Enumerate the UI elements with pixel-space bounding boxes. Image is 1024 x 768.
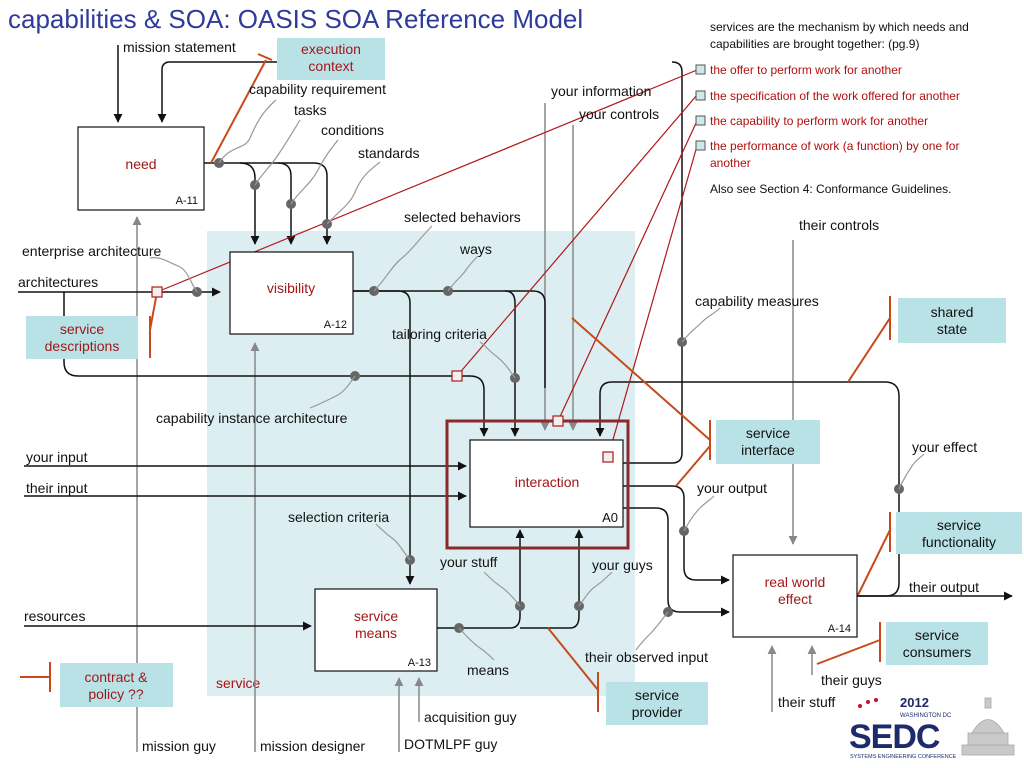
label-capability-requirement: capability requirement (249, 81, 386, 97)
annotation-item-performance-2: another (710, 156, 751, 170)
svg-text:policy ??: policy ?? (88, 686, 143, 702)
svg-text:functionality: functionality (922, 534, 996, 550)
svg-text:state: state (937, 321, 968, 337)
rwe-node: A-14 (828, 623, 851, 635)
label-acquisition-guy: acquisition guy (424, 709, 517, 725)
label-selected-behaviors: selected behaviors (404, 209, 521, 225)
annotation-see-also: Also see Section 4: Conformance Guidelin… (710, 182, 951, 196)
label-enterprise-architecture: enterprise architecture (22, 243, 162, 259)
label-dotmlpf-guy: DOTMLPF guy (404, 736, 497, 752)
label-resources: resources (24, 608, 85, 624)
label-their-stuff: their stuff (778, 694, 835, 710)
label-your-input: your input (26, 449, 88, 465)
annotation-item-offer: the offer to perform work for another (710, 63, 902, 77)
service-means-node: A-13 (408, 657, 431, 669)
svg-text:service: service (746, 425, 791, 441)
service-provider-callout: service provider (606, 682, 708, 725)
svg-text:descriptions: descriptions (45, 338, 120, 354)
capitol-dome-icon (961, 697, 1015, 756)
label-tailoring-criteria: tailoring criteria (392, 326, 487, 342)
service-interface-callout: service interface (716, 420, 820, 464)
interaction-box[interactable]: interaction A0 (445, 419, 630, 550)
visibility-box-title: visibility (267, 280, 315, 296)
annotation-panel: services are the mechanism by which need… (695, 20, 969, 196)
label-standards: standards (358, 145, 419, 161)
logo-tagline: SYSTEMS ENGINEERING CONFERENCE (850, 754, 957, 760)
flow-labels: mission statement capability requirement… (18, 39, 979, 754)
gray-flows (132, 103, 817, 752)
black-flows (18, 45, 1013, 631)
visibility-box[interactable]: visibility A-12 (229, 251, 354, 335)
label-capability-instance-architecture: capability instance architecture (156, 410, 348, 426)
label-your-controls: your controls (579, 106, 659, 122)
service-descriptions-callout: service descriptions (26, 316, 138, 359)
label-their-guys: their guys (821, 672, 882, 688)
logo-city: WASHINGTON DC (900, 713, 952, 719)
label-your-stuff: your stuff (440, 554, 497, 570)
shared-state-callout: shared state (898, 298, 1006, 343)
service-means-box[interactable]: service means A-13 (314, 588, 438, 672)
annotation-intro-2: capabilities are brought together: (pg.9… (710, 37, 919, 51)
service-functionality-callout: service functionality (896, 512, 1022, 554)
svg-text:context: context (308, 58, 353, 74)
label-tasks: tasks (294, 102, 327, 118)
offer-markers (151, 286, 614, 463)
logo-year: 2012 (900, 695, 929, 710)
service-region-label: service (216, 675, 261, 691)
sedc-logo: 2012 WASHINGTON DC SEDC SYSTEMS ENGINEER… (849, 695, 1015, 760)
svg-text:service: service (915, 627, 960, 643)
label-their-observed-input: their observed input (585, 649, 708, 665)
svg-text:service: service (60, 321, 105, 337)
svg-text:contract &: contract & (84, 669, 148, 685)
label-their-input: their input (26, 480, 88, 496)
callout-brackets (20, 53, 891, 712)
interaction-box-node: A0 (602, 510, 618, 525)
label-selection-criteria: selection criteria (288, 509, 389, 525)
service-consumers-callout: service consumers (886, 622, 988, 665)
label-squiggles (149, 99, 925, 661)
rwe-line2: effect (778, 591, 812, 607)
execution-context-callout: execution context (277, 38, 385, 80)
service-means-line1: service (354, 608, 399, 624)
label-mission-designer: mission designer (260, 738, 365, 754)
svg-text:consumers: consumers (903, 644, 971, 660)
label-capability-measures: capability measures (695, 293, 819, 309)
contract-policy-callout: contract & policy ?? (60, 663, 173, 707)
star-icons (858, 698, 878, 708)
real-world-effect-box[interactable]: real world effect A-14 (732, 554, 858, 638)
interaction-box-title: interaction (515, 474, 580, 490)
annotation-item-performance-1: the performance of work (a function) by … (710, 139, 959, 153)
label-ways: ways (459, 241, 492, 257)
label-mission-guy: mission guy (142, 738, 216, 754)
svg-text:interface: interface (741, 442, 795, 458)
label-your-information: your information (551, 83, 651, 99)
svg-text:execution: execution (301, 41, 361, 57)
need-box[interactable]: need A-11 (77, 126, 205, 211)
svg-text:service: service (937, 517, 982, 533)
label-your-effect: your effect (912, 439, 977, 455)
label-mission-statement: mission statement (123, 39, 236, 55)
visibility-box-node: A-12 (324, 319, 347, 331)
svg-text:shared: shared (931, 304, 974, 320)
need-box-node: A-11 (176, 195, 198, 207)
annotation-item-specification: the specification of the work offered fo… (710, 89, 960, 103)
logo-name: SEDC (849, 718, 940, 756)
label-your-output: your output (697, 480, 767, 496)
label-their-controls: their controls (799, 217, 879, 233)
label-your-guys: your guys (592, 557, 653, 573)
rwe-line1: real world (765, 574, 826, 590)
service-means-line2: means (355, 625, 397, 641)
label-architectures: architectures (18, 274, 98, 290)
label-conditions: conditions (321, 122, 384, 138)
annotation-intro-1: services are the mechanism by which need… (710, 20, 969, 34)
annotation-item-capability: the capability to perform work for anoth… (710, 114, 928, 128)
svg-text:service: service (635, 687, 680, 703)
label-means: means (467, 662, 509, 678)
page-title: capabilities & SOA: OASIS SOA Reference … (8, 4, 583, 34)
svg-text:provider: provider (632, 704, 683, 720)
label-their-output: their output (909, 579, 979, 595)
need-box-title: need (125, 156, 156, 172)
